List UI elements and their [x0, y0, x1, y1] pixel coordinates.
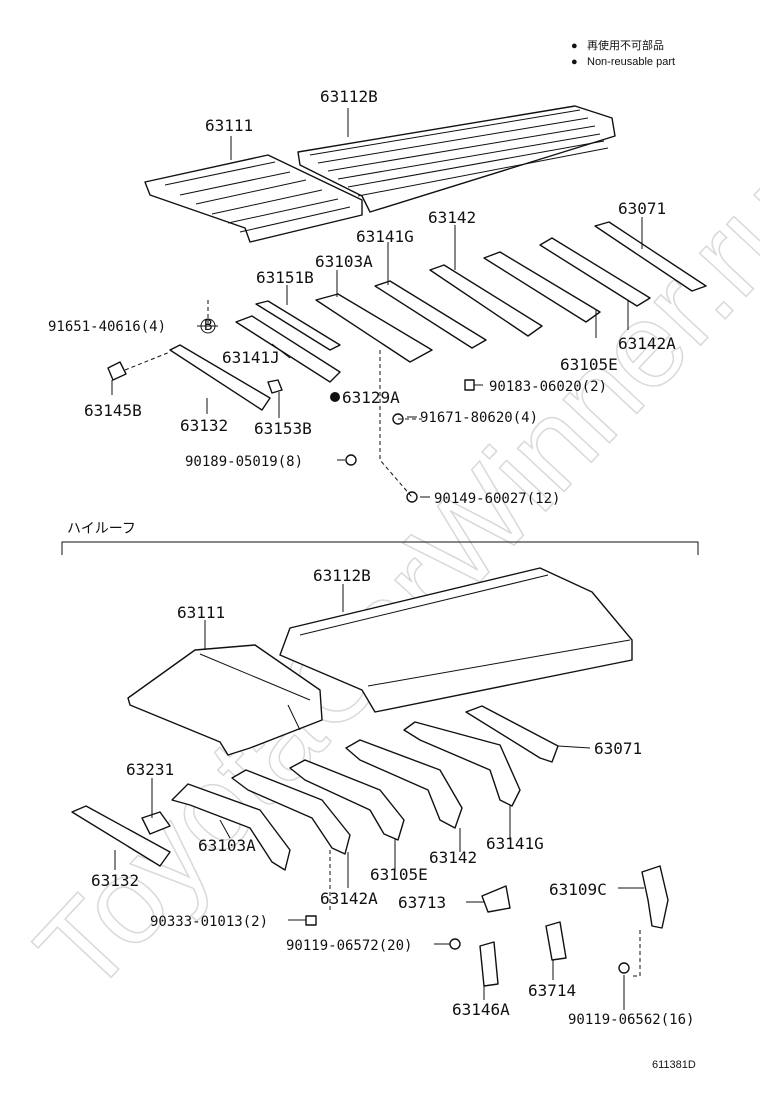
- high-roof-bow-63071: [465, 705, 559, 763]
- high-roof-bow-63105E: [289, 759, 405, 841]
- bracket-63713: [481, 885, 511, 913]
- roof-bow-63141J: [235, 315, 341, 383]
- diagram-id: 611381D: [652, 1059, 696, 1071]
- label-hr-63111: 63111: [177, 603, 225, 622]
- roof-panel-front: [144, 154, 363, 243]
- bolt-90119-06572: [449, 938, 461, 950]
- label-hr-63071: 63071: [594, 739, 642, 758]
- label-hr-63142: 63142: [429, 848, 477, 867]
- label-63145B: 63145B: [84, 401, 142, 420]
- bracket-63714: [545, 921, 567, 961]
- high-roof-rail-63132: [71, 805, 171, 867]
- leaders-lower: [114, 584, 644, 1010]
- section-label-high-roof: ハイルーフ: [67, 521, 136, 537]
- roof-bow-63103A: [315, 293, 433, 363]
- roof-bow-63105E: [483, 251, 601, 323]
- label-hr-63132: 63132: [91, 871, 139, 890]
- label-hr-90119-06572: 90119-06572(20): [286, 938, 412, 954]
- legend: ● 再使用不可部品 ● Non-reusable part: [571, 38, 675, 68]
- label-hr-63146A: 63146A: [452, 1000, 510, 1019]
- label-hr-63714: 63714: [528, 981, 576, 1000]
- label-63132: 63132: [180, 416, 228, 435]
- legend-text-2: Non-reusable part: [587, 56, 675, 68]
- label-63153B: 63153B: [254, 419, 312, 438]
- roof-bow-63142A: [539, 237, 651, 307]
- bracket-63231: [141, 811, 171, 835]
- label-63151B: 63151B: [256, 268, 314, 287]
- legend-symbol-1: ●: [571, 40, 578, 52]
- label-hr-63231: 63231: [126, 760, 174, 779]
- label-63103A: 63103A: [315, 252, 373, 271]
- upper-parts: 63112B 63111 63142 63071 63141G 63103A 6…: [48, 87, 707, 507]
- bracket-63145B: [107, 361, 127, 381]
- label-63141G: 63141G: [356, 227, 414, 246]
- roof-bow-63151B: [255, 300, 341, 351]
- legend-text-1: 再使用不可部品: [587, 38, 664, 52]
- label-hr-63103A: 63103A: [198, 836, 256, 855]
- label-91671: 91671-80620(4): [420, 410, 538, 426]
- leaders-upper: [111, 108, 643, 498]
- clip-90333: [305, 915, 317, 926]
- roof-bow-63141G: [374, 280, 487, 349]
- label-90183: 90183-06020(2): [489, 379, 607, 395]
- legend-symbol-2: ●: [571, 56, 578, 68]
- label-hr-63713: 63713: [398, 893, 446, 912]
- circle-b-marker: [200, 318, 216, 334]
- nut-90189: [345, 454, 357, 466]
- roof-panel-rear: [297, 105, 616, 213]
- label-hr-63109C: 63109C: [549, 880, 607, 899]
- label-63142: 63142: [428, 208, 476, 227]
- bolt-90149: [406, 491, 418, 503]
- high-roof-section: ハイルーフ: [61, 521, 699, 555]
- roof-bow-63071: [594, 221, 707, 292]
- label-hr-63112B: 63112B: [313, 566, 371, 585]
- high-roof-panel-front: [127, 644, 323, 756]
- label-90149: 90149-60027(12): [434, 491, 560, 507]
- label-63129A: 63129A: [342, 388, 400, 407]
- guide-lines-upper: [124, 300, 422, 498]
- label-63142A: 63142A: [618, 334, 676, 353]
- label-hr-90119-06562: 90119-06562(16): [568, 1012, 694, 1028]
- label-hr-90333: 90333-01013(2): [150, 914, 268, 930]
- high-roof-bow-63103A: [171, 783, 291, 871]
- plate-63153B: [267, 379, 283, 394]
- label-63105E: 63105E: [560, 355, 618, 374]
- roof-bow-63142: [429, 264, 543, 337]
- label-hr-63142A: 63142A: [320, 889, 378, 908]
- bracket-63109C: [641, 865, 669, 929]
- guide-lines-lower: [329, 850, 641, 977]
- high-roof-bow-63141G: [403, 721, 521, 807]
- bolt-90119-06562: [618, 962, 630, 974]
- clip-90183: [464, 379, 475, 391]
- label-hr-63105E: 63105E: [370, 865, 428, 884]
- label-63112B: 63112B: [320, 87, 378, 106]
- label-63141J: 63141J: [222, 348, 280, 367]
- label-91651: 91651-40616(4): [48, 319, 166, 335]
- label-90189: 90189-05019(8): [185, 454, 303, 470]
- label-63071: 63071: [618, 199, 666, 218]
- label-63111: 63111: [205, 116, 253, 135]
- section-bracket: [61, 541, 699, 555]
- high-roof-bow-63142A: [231, 769, 351, 855]
- label-hr-63141G: 63141G: [486, 834, 544, 853]
- lower-parts: 63112B 63111 63071 63231 63103A 63142 63…: [71, 566, 694, 1028]
- high-roof-bow-63142: [345, 739, 463, 829]
- non-reusable-marker-63129A: [330, 392, 340, 402]
- bracket-63146A: [479, 941, 499, 987]
- high-roof-panel-rear: [279, 567, 633, 713]
- circle-b-letter: B: [204, 318, 212, 334]
- header-rail-63132: [169, 344, 271, 411]
